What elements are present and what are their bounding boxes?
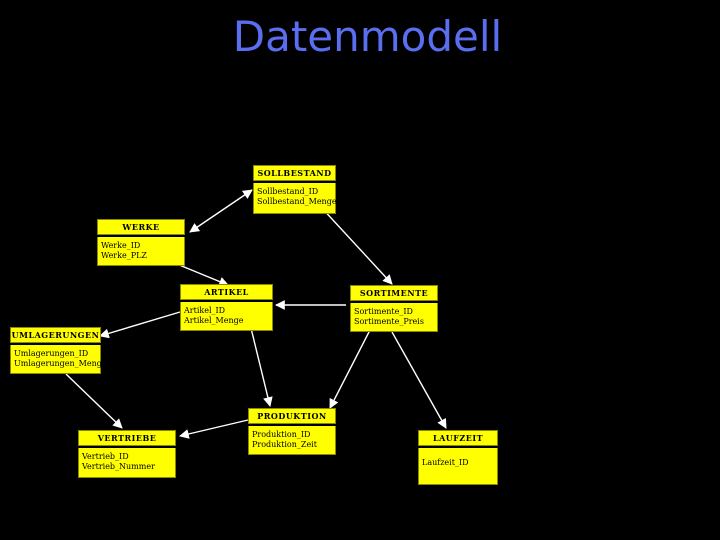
line-sollbestand-werke	[189, 189, 253, 233]
attr-umlagerungen-id: Umlagerungen_ID	[14, 349, 89, 358]
entity-artikel: ARTIKEL Artikel_ID Artikel_Menge	[180, 284, 273, 331]
entity-produktion-attributes: Produktion_ID Produktion_Zeit	[248, 426, 336, 455]
attr-artikel-id: Artikel_ID	[184, 306, 226, 315]
attr-sollbestand-menge: Sollbestand_Menge	[257, 197, 337, 206]
entity-sortimente: SORTIMENTE Sortimente_ID Sortimente_Prei…	[350, 285, 438, 332]
attr-vertrieb-nummer: Vertrieb_Nummer	[82, 462, 155, 471]
line-artikel-umlagerungen	[99, 311, 181, 339]
line-sortimente-produktion	[329, 329, 371, 409]
entity-sortimente-attributes: Sortimente_ID Sortimente_Preis	[350, 303, 438, 332]
attr-sollbestand-id: Sollbestand_ID	[257, 187, 319, 196]
line-umlagerungen-vertriebe	[65, 373, 123, 429]
entity-vertriebe-header: VERTRIEBE	[78, 430, 176, 446]
attr-werke-plz: Werke_PLZ	[101, 251, 147, 260]
attr-sortimente-preis: Sortimente_Preis	[354, 317, 424, 326]
entity-umlagerungen-header: UMLAGERUNGEN	[10, 327, 101, 343]
entity-artikel-header: ARTIKEL	[180, 284, 273, 300]
entity-werke-attributes: Werke_ID Werke_PLZ	[97, 237, 185, 266]
entity-werke-header: WERKE	[97, 219, 185, 235]
line-sortimente-laufzeit	[391, 331, 447, 429]
page-title: Datenmodell	[232, 12, 503, 61]
attr-produktion-id: Produktion_ID	[252, 430, 311, 439]
entity-sollbestand-attributes: Sollbestand_ID Sollbestand_Menge	[253, 183, 337, 214]
entity-artikel-attributes: Artikel_ID Artikel_Menge	[180, 302, 273, 331]
entity-umlagerungen: UMLAGERUNGEN Umlagerungen_ID Umlagerunge…	[10, 327, 107, 374]
entity-laufzeit-attributes: Laufzeit_ID	[418, 448, 498, 485]
entity-umlagerungen-attributes: Umlagerungen_ID Umlagerungen_Menge	[10, 345, 107, 374]
attr-sortimente-id: Sortimente_ID	[354, 307, 413, 316]
attr-produktion-zeit: Produktion_Zeit	[252, 440, 317, 449]
entity-produktion-header: PRODUKTION	[248, 408, 336, 424]
attr-artikel-menge: Artikel_Menge	[184, 316, 244, 325]
entity-laufzeit-header: LAUFZEIT	[418, 430, 498, 446]
entity-werke: WERKE Werke_ID Werke_PLZ	[97, 219, 185, 266]
attr-vertrieb-id: Vertrieb_ID	[82, 452, 129, 461]
entity-sollbestand: SOLLBESTAND Sollbestand_ID Sollbestand_M…	[253, 165, 337, 214]
line-produktion-vertriebe	[179, 419, 249, 439]
entity-vertriebe-attributes: Vertrieb_ID Vertrieb_Nummer	[78, 448, 176, 478]
attr-laufzeit-id: Laufzeit_ID	[422, 458, 469, 467]
entity-vertriebe: VERTRIEBE Vertrieb_ID Vertrieb_Nummer	[78, 430, 176, 478]
entity-sollbestand-header: SOLLBESTAND	[253, 165, 336, 181]
entity-laufzeit: LAUFZEIT Laufzeit_ID	[418, 430, 498, 485]
attr-werke-id: Werke_ID	[101, 241, 141, 250]
attr-umlagerungen-menge: Umlagerungen_Menge	[14, 359, 107, 368]
entity-produktion: PRODUKTION Produktion_ID Produktion_Zeit	[248, 408, 336, 455]
entity-sortimente-header: SORTIMENTE	[350, 285, 438, 301]
line-artikel-produktion	[249, 323, 273, 407]
line-sollbestand-sortimente	[319, 205, 393, 285]
